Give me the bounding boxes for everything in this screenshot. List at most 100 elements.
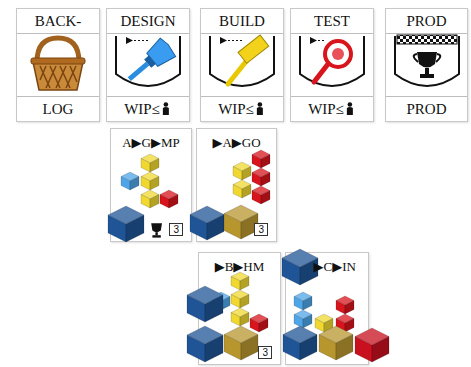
cube-face xyxy=(250,319,259,333)
cube-face xyxy=(150,195,159,209)
feature-title-row: A▶G▶MP xyxy=(111,135,191,151)
cube-face xyxy=(315,319,324,333)
size-number: 3 xyxy=(169,223,183,236)
size-number: 3 xyxy=(258,346,272,359)
cube-face xyxy=(252,150,270,159)
cube-face xyxy=(303,315,312,329)
column-footer: WIP≤ xyxy=(308,101,344,118)
cube-face xyxy=(231,290,249,299)
cube-face xyxy=(141,190,159,199)
cube-face xyxy=(141,154,159,163)
feature-title-row: ▶C▶IN xyxy=(286,259,368,275)
footer-band: PROD xyxy=(386,96,467,121)
cube-face xyxy=(121,172,139,181)
build-icon xyxy=(210,35,274,86)
cube-face xyxy=(250,314,268,323)
cube-face xyxy=(160,195,169,209)
title-band: BACK- xyxy=(17,9,99,34)
person-head xyxy=(164,102,169,107)
person-body xyxy=(163,107,169,115)
cube-face xyxy=(231,277,240,291)
cube-face xyxy=(224,335,241,361)
cube-face xyxy=(345,319,354,333)
column-title: PROD xyxy=(406,13,446,30)
column-title: TEST xyxy=(314,13,350,30)
cube-face xyxy=(121,177,130,191)
feature-title: ▶C▶IN xyxy=(314,259,356,275)
cube-face xyxy=(315,314,333,323)
cube-face xyxy=(187,295,205,322)
cube-face xyxy=(336,335,353,361)
cube-face xyxy=(294,297,303,311)
cube-face xyxy=(187,286,223,304)
basket-icon xyxy=(31,38,85,90)
person-body xyxy=(347,107,353,115)
feature-card: ▶A▶GO3 xyxy=(196,128,277,242)
cube-face xyxy=(283,326,317,343)
cube-face xyxy=(300,258,318,285)
title-band: BUILD xyxy=(201,9,283,34)
feature-title: A▶G▶MP xyxy=(122,135,180,151)
cube-face xyxy=(205,295,223,322)
cube-face xyxy=(212,297,221,311)
title-band: TEST xyxy=(291,9,373,34)
prod-icon xyxy=(395,35,459,86)
title-band: DESIGN xyxy=(107,9,189,34)
footer-band: LOG xyxy=(17,96,99,121)
cube-face xyxy=(345,301,354,315)
column-title: DESIGN xyxy=(121,13,176,30)
feature-card: ▶C▶IN xyxy=(285,252,369,365)
design-icon xyxy=(116,36,180,89)
cube-face xyxy=(233,162,251,171)
cube-face xyxy=(355,337,372,363)
cube-face xyxy=(190,215,207,241)
cube-face xyxy=(261,191,270,205)
cube-face xyxy=(231,308,249,317)
cube-face xyxy=(233,185,242,199)
column-card: TEST WIP≤ xyxy=(290,8,374,122)
column-card: BUILDWIP≤ xyxy=(200,8,284,122)
cube-face xyxy=(108,215,126,242)
column-card: DESIGN WIP≤ xyxy=(106,8,190,122)
cube-face xyxy=(108,206,144,224)
cube-face xyxy=(187,326,223,344)
cube-face xyxy=(336,301,345,315)
cube-face xyxy=(224,326,258,343)
cube-face xyxy=(252,173,261,187)
cube-face xyxy=(242,167,251,181)
cube-face xyxy=(150,159,159,173)
column-card: PROD PROD xyxy=(385,8,468,122)
cube-face xyxy=(224,214,241,240)
feature-title: ▶A▶GO xyxy=(212,135,260,151)
cube-face xyxy=(231,272,249,281)
cube-face xyxy=(141,159,150,173)
column-footer: PROD xyxy=(406,101,446,118)
footer-band: WIP≤ xyxy=(107,96,189,121)
cube-face xyxy=(221,297,230,311)
feature-card: A▶G▶MP 3 xyxy=(110,128,192,242)
column-footer: WIP≤ xyxy=(124,101,160,118)
column-title: BACK- xyxy=(35,13,82,30)
cube-face xyxy=(252,186,270,195)
cube-face xyxy=(169,195,178,209)
cube-face xyxy=(283,335,300,361)
feature-title-row: ▶B▶HM xyxy=(199,259,280,275)
size-number-row: 3 xyxy=(169,219,183,237)
cube-face xyxy=(231,313,240,327)
person-head xyxy=(348,102,353,107)
footer-band: WIP≤ xyxy=(291,96,373,121)
feature-title: ▶B▶HM xyxy=(215,259,265,275)
size-number-row: 3 xyxy=(258,342,272,360)
cube-face xyxy=(141,172,159,181)
cube-face xyxy=(233,167,242,181)
cube-face xyxy=(294,310,312,319)
cube-face xyxy=(231,295,240,309)
feature-card: ▶B▶HM 3 xyxy=(198,252,281,365)
column-title: BUILD xyxy=(219,13,265,30)
cube-face xyxy=(224,205,258,222)
cube-face xyxy=(240,295,249,309)
cube-face xyxy=(252,168,270,177)
person-head xyxy=(258,102,263,107)
cube-face xyxy=(190,206,224,223)
